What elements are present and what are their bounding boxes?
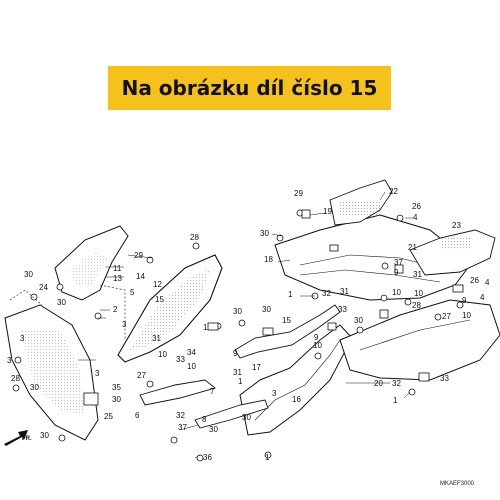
callout-32c: 32 <box>392 379 401 388</box>
callout-30j: 30 <box>354 316 363 325</box>
side-strip <box>234 304 341 359</box>
callout-30e: 30 <box>112 395 121 404</box>
callout-12: 12 <box>153 280 162 289</box>
left-fairing-bracket <box>83 392 99 406</box>
callout-3b: 3 <box>20 334 25 343</box>
front-direction-arrow: FR. <box>4 430 32 446</box>
callout-20: 20 <box>374 379 383 388</box>
callout-32: 32 <box>176 411 185 420</box>
callout-17: 17 <box>252 363 261 372</box>
callout-31c: 31 <box>340 287 349 296</box>
callout-31b: 31 <box>233 368 242 377</box>
callout-30b: 30 <box>57 298 66 307</box>
leader-lines <box>78 191 414 459</box>
svg-text:FR.: FR. <box>22 436 32 442</box>
callout-23: 23 <box>452 221 461 230</box>
callout-14: 14 <box>136 272 145 281</box>
callout-labels: 29 28 11 14 13 30 24 30 5 2 12 15 3 3 3 … <box>7 187 490 462</box>
callout-29: 29 <box>134 251 143 260</box>
callout-4b: 4 <box>485 278 490 287</box>
upper-cowl-texture <box>70 252 108 285</box>
callout-21: 21 <box>408 243 417 252</box>
callout-27b: 27 <box>442 312 451 321</box>
callout-7: 7 <box>210 387 215 396</box>
callout-28: 28 <box>190 233 199 242</box>
callout-26: 26 <box>412 202 421 211</box>
callout-6: 6 <box>135 411 140 420</box>
callout-10c: 10 <box>313 341 322 350</box>
callout-4c: 4 <box>480 293 485 302</box>
callout-10e: 10 <box>414 289 423 298</box>
callout-36: 36 <box>203 453 212 462</box>
callout-26b: 26 <box>470 276 479 285</box>
callout-28c: 28 <box>412 301 421 310</box>
callout-34: 34 <box>187 348 196 357</box>
clips <box>207 209 464 382</box>
callout-15b: 15 <box>282 316 291 325</box>
callout-8: 8 <box>202 415 207 424</box>
callout-33: 33 <box>176 355 185 364</box>
callout-32b: 32 <box>322 289 331 298</box>
callout-25: 25 <box>104 412 113 421</box>
callout-30g: 30 <box>233 307 242 316</box>
left-fairing-texture <box>20 330 85 415</box>
callout-10: 10 <box>158 350 167 359</box>
callout-30i: 30 <box>262 305 271 314</box>
callout-9b: 9 <box>314 333 319 342</box>
callout-1b: 1 <box>238 377 243 386</box>
diagram-code: MKAEF3000 <box>440 481 475 487</box>
callout-37: 37 <box>178 423 187 432</box>
callout-37b: 37 <box>394 258 403 267</box>
banner-text: Na obrázku díl číslo 15 <box>121 76 378 100</box>
callout-3e: 3 <box>272 389 277 398</box>
callout-27: 27 <box>137 371 146 380</box>
callout-1c: 1 <box>265 453 270 462</box>
callout-3: 3 <box>122 320 127 329</box>
callout-30c: 30 <box>30 383 39 392</box>
callout-10d: 10 <box>392 288 401 297</box>
callout-1: 1 <box>203 323 208 332</box>
main-fairing-texture <box>130 270 210 350</box>
callout-30: 30 <box>24 270 33 279</box>
callout-33b: 33 <box>338 305 347 314</box>
callout-30h: 30 <box>242 413 251 422</box>
right-side-panel <box>409 229 496 276</box>
callout-30k: 30 <box>260 229 269 238</box>
callout-16: 16 <box>292 395 301 404</box>
stay-bracket-center <box>194 399 269 429</box>
callout-10f: 10 <box>462 311 471 320</box>
callout-30f: 30 <box>209 425 218 434</box>
callout-28b: 28 <box>11 374 20 383</box>
callout-11: 11 <box>113 264 122 273</box>
callout-5: 5 <box>130 288 135 297</box>
callout-35: 35 <box>112 383 121 392</box>
callout-31: 31 <box>152 334 161 343</box>
title-banner: Na obrázku díl číslo 15 <box>108 66 391 110</box>
callout-33c: 33 <box>440 374 449 383</box>
callout-1d: 1 <box>288 290 293 299</box>
callout-13: 13 <box>113 274 122 283</box>
callout-9c: 9 <box>394 268 399 277</box>
callout-10b: 10 <box>187 362 196 371</box>
callout-9d: 9 <box>462 296 467 305</box>
callout-19: 19 <box>323 207 332 216</box>
callout-22: 22 <box>389 187 398 196</box>
callout-3c: 3 <box>7 356 12 365</box>
callout-3d: 3 <box>95 369 100 378</box>
callout-15: 15 <box>155 295 164 304</box>
callout-2: 2 <box>113 305 118 314</box>
stay-bracket-left <box>139 379 216 406</box>
callout-29b: 29 <box>294 189 303 198</box>
callout-9: 9 <box>233 349 238 358</box>
fasteners <box>12 209 464 462</box>
callout-30d: 30 <box>40 431 49 440</box>
callout-18: 18 <box>264 255 273 264</box>
callout-4: 4 <box>413 213 418 222</box>
callout-1e: 1 <box>393 396 398 405</box>
callout-24: 24 <box>39 283 48 292</box>
lower-right-skirt <box>339 299 500 381</box>
callout-31d: 31 <box>413 270 422 279</box>
rear-undercover <box>274 214 471 301</box>
